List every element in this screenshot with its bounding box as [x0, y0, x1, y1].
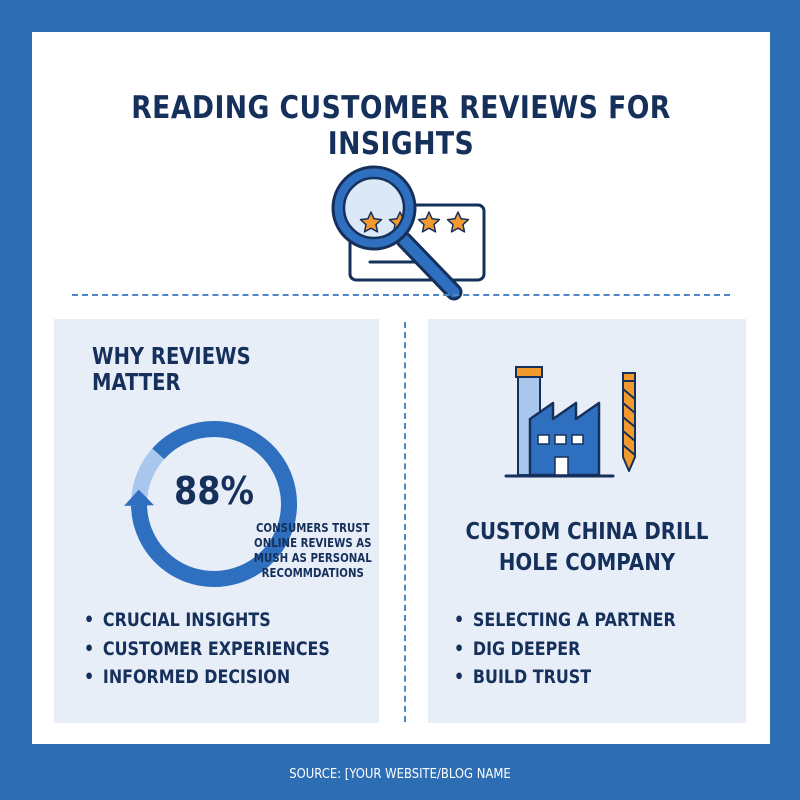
panel-title-line: HOLE COMPANY	[498, 550, 676, 576]
factory-icon	[504, 366, 636, 478]
arrow-down-icon	[124, 489, 155, 506]
page-title: READING CUSTOMER REVIEWS FOR INSIGHTS	[131, 90, 671, 162]
panel-title-drill-company: CUSTOM CHINA DRILL HOLE COMPANY	[450, 517, 723, 579]
list-item: DIG DEEPER	[454, 636, 676, 665]
left-bullet-list: CRUCIAL INSIGHTS CUSTOMER EXPERIENCES IN…	[84, 607, 370, 693]
vertical-divider	[404, 322, 406, 722]
right-bullet-list: SELECTING A PARTNER DIG DEEPER BUILD TRU…	[454, 607, 712, 693]
stat-percentage: 88%	[174, 469, 255, 513]
list-item: BUILD TRUST	[454, 664, 676, 693]
why-reviews-matter-panel: WHY REVIEWS MATTER 88% CONSUMERS TRUST O…	[54, 319, 379, 723]
stat-caption-line: ONLINE REVIEWS AS	[254, 536, 372, 550]
infographic-card: READING CUSTOMER REVIEWS FOR INSIGHTS WH…	[32, 32, 770, 744]
list-item: INFORMED DECISION	[84, 664, 330, 693]
magnifier-over-star-rating-icon	[331, 165, 486, 301]
stat-donut-gauge	[124, 421, 297, 587]
stat-caption-line: MUSH AS PERSONAL	[253, 551, 372, 565]
panel-title-why-reviews: WHY REVIEWS MATTER	[92, 344, 251, 396]
stat-caption-line: CONSUMERS TRUST	[255, 521, 370, 535]
drill-bit-icon	[622, 372, 636, 472]
panel-title-line: CUSTOM CHINA DRILL	[465, 519, 709, 545]
list-item: SELECTING A PARTNER	[454, 607, 676, 636]
source-footer: SOURCE: [YOUR WEBSITE/BLOG NAME	[289, 766, 511, 782]
stat-caption: CONSUMERS TRUST ONLINE REVIEWS AS MUSH A…	[249, 521, 377, 581]
stat-caption-line: RECOMMDATIONS	[261, 566, 364, 580]
drill-company-panel: CUSTOM CHINA DRILL HOLE COMPANY SELECTIN…	[428, 319, 746, 723]
horizontal-divider	[72, 294, 730, 296]
list-item: CUSTOMER EXPERIENCES	[84, 636, 330, 665]
donut-progress-arc	[131, 421, 297, 587]
list-item: CRUCIAL INSIGHTS	[84, 607, 330, 636]
